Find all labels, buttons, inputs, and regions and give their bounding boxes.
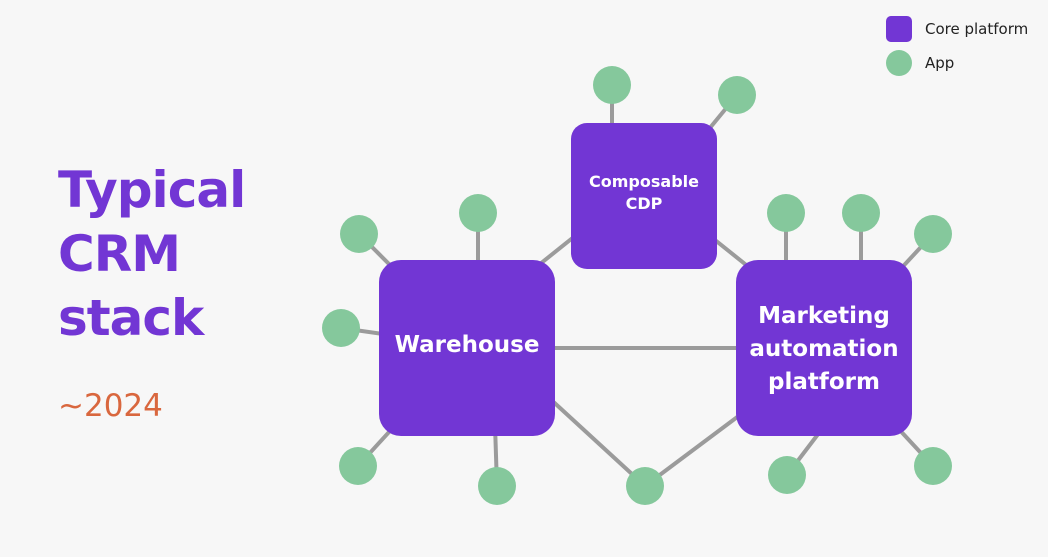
map-label-line-2: automation <box>749 336 898 362</box>
app-swatch-icon <box>886 50 912 76</box>
map-label-line-3: platform <box>768 369 880 395</box>
app-node <box>767 194 805 232</box>
legend-item-app: App <box>886 50 1028 76</box>
app-node <box>339 447 377 485</box>
app-node <box>718 76 756 114</box>
app-node <box>593 66 631 104</box>
title-line-2: CRM <box>58 225 181 283</box>
cdp-label-line-2: CDP <box>626 194 663 213</box>
legend: Core platform App <box>886 16 1028 84</box>
legend-item-core: Core platform <box>886 16 1028 42</box>
subtitle-year: ~2024 <box>58 388 163 424</box>
app-node <box>340 215 378 253</box>
legend-core-label: Core platform <box>925 20 1029 38</box>
app-node <box>768 456 806 494</box>
app-node <box>914 215 952 253</box>
app-node <box>626 467 664 505</box>
app-node <box>914 447 952 485</box>
title-line-3: stack <box>58 289 204 347</box>
platform-map <box>736 260 912 436</box>
app-node <box>322 309 360 347</box>
core-swatch-icon <box>886 16 912 42</box>
platforms <box>379 123 912 436</box>
cdp-label-line-1: Composable <box>589 172 699 191</box>
app-node <box>459 194 497 232</box>
platform-warehouse <box>379 260 555 436</box>
platform-cdp <box>571 123 717 269</box>
app-node <box>478 467 516 505</box>
page-title: Typical CRM stack <box>58 158 298 350</box>
platform-labels: Composable CDP Warehouse Marketing autom… <box>395 172 899 395</box>
legend-app-label: App <box>925 54 955 72</box>
apps <box>322 66 952 505</box>
app-node <box>842 194 880 232</box>
title-line-1: Typical <box>58 161 246 219</box>
warehouse-label: Warehouse <box>395 332 540 358</box>
map-label-line-1: Marketing <box>758 303 890 329</box>
